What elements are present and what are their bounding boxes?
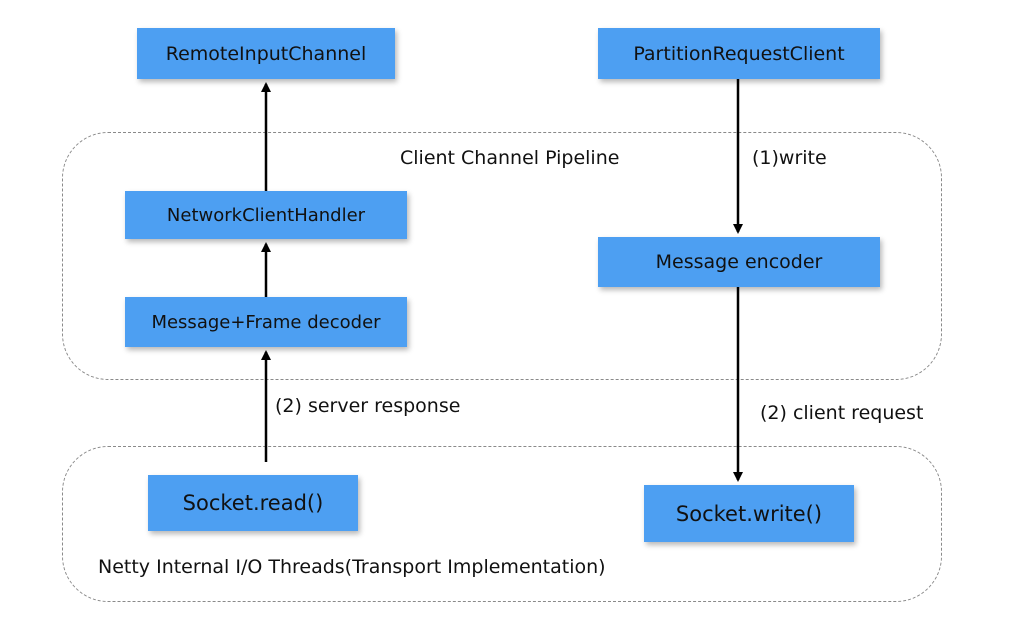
message-encoder-node: Message encoder [598,237,880,287]
network-client-handler-node: NetworkClientHandler [125,191,407,239]
server-response-edge-label: (2) server response [275,395,461,417]
client-channel-pipeline-group [62,132,942,380]
netty-io-threads-group [62,446,942,602]
client-channel-pipeline-label: Client Channel Pipeline [400,147,620,169]
socket-write-node: Socket.write() [644,485,854,542]
netty-io-threads-label: Netty Internal I/O Threads(Transport Imp… [98,556,606,578]
remote-input-channel-node: RemoteInputChannel [137,28,395,79]
client-request-edge-label: (2) client request [760,402,924,424]
partition-request-client-node: PartitionRequestClient [598,28,880,79]
socket-read-node: Socket.read() [148,475,358,531]
message-frame-decoder-node: Message+Frame decoder [125,297,407,347]
write-edge-label: (1)write [752,147,827,169]
